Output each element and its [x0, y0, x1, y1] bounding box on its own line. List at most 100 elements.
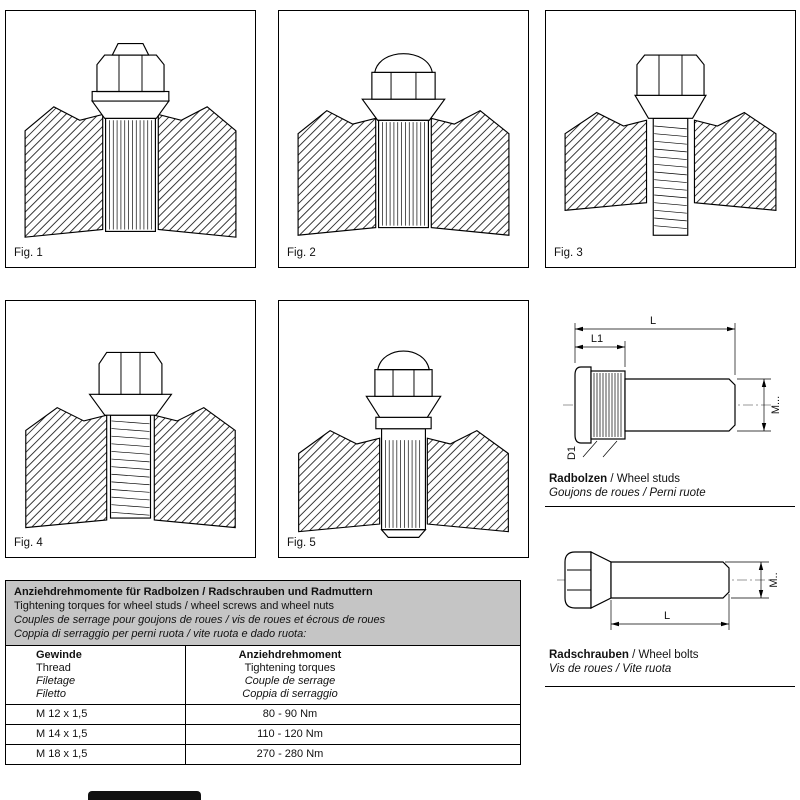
- table-row: M 12 x 1,5 80 - 90 Nm: [6, 704, 520, 724]
- figure-3-label: Fig. 3: [554, 247, 583, 259]
- bolt-caption-secondary: Vis de roues / Vite ruota: [549, 663, 672, 675]
- hub-section-left: [564, 111, 648, 211]
- thread-size: M 12 x 1,5: [6, 705, 186, 724]
- torque-column-headers: Gewinde Thread Filetage Filetto Anziehdr…: [6, 646, 520, 704]
- bolt-caption-bold: Radschrauben: [549, 649, 629, 661]
- hub-section-left: [298, 429, 381, 533]
- bolt-head: [564, 551, 592, 609]
- bolt-drawing: L M..: [557, 551, 780, 630]
- torque-table-header-block: Anziehdrehmomente für Radbolzen / Radsch…: [6, 581, 520, 646]
- fig3-drawing: [564, 54, 777, 236]
- table-row: M 18 x 1,5 270 - 280 Nm: [6, 744, 520, 764]
- threaded-shank: [610, 561, 730, 599]
- splined-shank: [378, 119, 429, 229]
- bolt-caption-rest: / Wheel bolts: [628, 649, 699, 661]
- stud-caption-secondary: Goujons de roues / Perni ruote: [549, 487, 706, 499]
- torque-title-it: Coppia di serraggio per perni ruota / vi…: [14, 628, 307, 640]
- fig2-drawing: [297, 53, 510, 236]
- figure-1-box: Fig. 1: [5, 10, 256, 268]
- table-row: M 14 x 1,5 110 - 120 Nm: [6, 724, 520, 744]
- stud-caption-bold: Radbolzen: [549, 473, 608, 485]
- dim-L-label: L: [664, 610, 670, 622]
- figure-5-label: Fig. 5: [287, 537, 316, 549]
- separator-line: [545, 506, 795, 507]
- cone-seat: [361, 98, 446, 121]
- shank-tip: [380, 529, 427, 538]
- hub-section-right: [430, 109, 510, 236]
- torque-title-en: Tightening torques for wheel studs / whe…: [14, 600, 334, 612]
- splined-shank: [105, 117, 156, 232]
- cone-seat: [365, 395, 442, 418]
- hex-nut: [98, 351, 163, 395]
- torque-column-header: Anziehdrehmoment Tightening torques Coup…: [186, 646, 520, 704]
- cap-nut-body: [371, 71, 436, 100]
- hub-section-right: [153, 406, 236, 529]
- torque-title-fr: Couples de serrage pour goujons de roues…: [14, 614, 386, 626]
- col1-de: Gewinde: [36, 649, 82, 661]
- hex-head: [636, 54, 705, 96]
- cone-seat: [590, 551, 612, 609]
- stud-caption: Radbolzen / Wheel studs Goujons de roues…: [549, 472, 706, 500]
- thread-size: M 14 x 1,5: [6, 725, 186, 744]
- dim-L1-label: L1: [591, 333, 603, 345]
- thread-column-header: Gewinde Thread Filetage Filetto: [6, 646, 186, 704]
- figure-4-label: Fig. 4: [14, 537, 43, 549]
- cone-seat: [88, 393, 173, 416]
- figure-2-label: Fig. 2: [287, 247, 316, 259]
- col1-it: Filetto: [36, 688, 66, 700]
- col1-fr: Filetage: [36, 675, 76, 687]
- fig4-drawing: [25, 351, 236, 529]
- hub-section-left: [25, 406, 108, 529]
- dim-M-label: M...: [770, 396, 782, 414]
- torque-value: 110 - 120 Nm: [257, 728, 323, 740]
- nut-collar: [91, 90, 170, 102]
- nut-crown: [111, 43, 150, 56]
- torque-value: 80 - 90 Nm: [262, 708, 318, 720]
- col2-fr: Couple de serrage: [244, 675, 336, 687]
- knurl-section: [590, 370, 626, 440]
- thread-size: M 18 x 1,5: [6, 745, 186, 764]
- dim-M-label: M..: [768, 572, 780, 587]
- hub-section-right: [426, 429, 509, 533]
- figure-2-box: Fig. 2: [278, 10, 529, 268]
- separator-line-2: [545, 686, 795, 687]
- col2-de: Anziehdrehmoment: [238, 649, 342, 661]
- dim-D1-label: D1: [566, 446, 578, 460]
- bolt-diagram: L M..: [545, 528, 795, 643]
- torque-table: Anziehdrehmomente für Radbolzen / Radsch…: [5, 580, 521, 765]
- splined-shank: [381, 428, 426, 531]
- cone-seat: [91, 100, 170, 119]
- hub-section-left: [24, 106, 104, 238]
- hub-section-right: [157, 106, 237, 238]
- stud-drawing: L L1 M... D1: [563, 315, 782, 460]
- stud-head: [574, 366, 592, 444]
- figure-3-box: Fig. 3: [545, 10, 796, 268]
- figure-5-box: Fig. 5: [278, 300, 529, 558]
- figure-4-box: Fig. 4: [5, 300, 256, 558]
- stud-caption-primary: Radbolzen / Wheel studs: [549, 472, 706, 486]
- cap-nut-body: [374, 369, 433, 397]
- bolt-caption-primary: Radschrauben / Wheel bolts: [549, 648, 699, 662]
- col2-it: Coppia di serraggio: [242, 688, 338, 700]
- washer-ring: [375, 416, 432, 430]
- cap-nut-dome: [374, 53, 433, 73]
- hub-section-left: [297, 109, 377, 236]
- col2-en: Tightening torques: [244, 662, 336, 674]
- fig1-drawing: [24, 43, 237, 238]
- col1-en: Thread: [36, 662, 71, 674]
- dim-L-label: L: [650, 315, 656, 327]
- stud-caption-rest: / Wheel studs: [607, 473, 681, 485]
- hex-nut: [96, 54, 165, 93]
- threaded-shank: [624, 378, 736, 432]
- stud-diagram: L L1 M... D1: [545, 305, 795, 470]
- hub-section-right: [693, 111, 777, 211]
- fig5-drawing: [298, 350, 509, 538]
- cap-nut-dome: [377, 350, 430, 371]
- footer-tab: [88, 791, 201, 800]
- threaded-shank: [652, 117, 689, 236]
- threaded-shank: [109, 414, 152, 519]
- torque-title-de: Anziehdrehmomente für Radbolzen / Radsch…: [14, 586, 373, 598]
- torque-value: 270 - 280 Nm: [256, 748, 324, 760]
- bolt-caption: Radschrauben / Wheel bolts Vis de roues …: [549, 648, 699, 676]
- cone-seat: [634, 94, 707, 119]
